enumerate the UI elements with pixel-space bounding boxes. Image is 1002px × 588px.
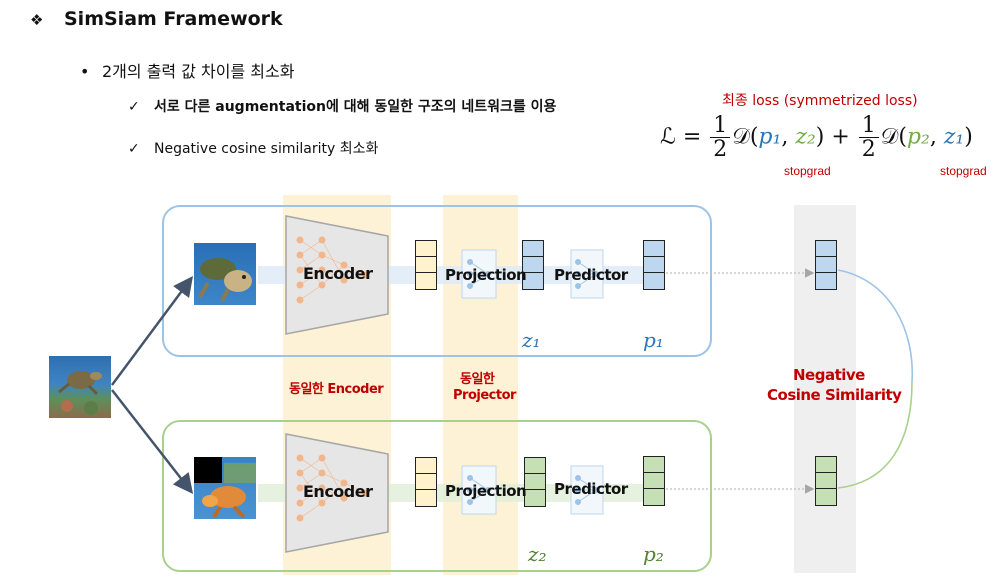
projection-top-net <box>461 249 497 299</box>
stopgrad-label-1: stopgrad <box>784 164 831 178</box>
predictor-top-net <box>570 249 604 299</box>
main-bullet: • 2개의 출력 값 차이를 최소화 <box>80 58 294 82</box>
encoder-top-shape <box>285 215 389 335</box>
feature-vector-bottom <box>415 457 437 507</box>
shared-projector-note-line2: Projector <box>453 388 516 403</box>
negative-cosine-line1: Negative <box>793 366 865 384</box>
top-branch-box <box>162 205 712 357</box>
similarity-curve-bottom <box>837 381 913 489</box>
input-turtle-image <box>49 356 111 418</box>
z2-label: z₂ <box>528 542 547 566</box>
loss-lhs: ℒ = <box>660 124 702 150</box>
term2-z: z₁ <box>943 124 965 150</box>
d-symbol-1: 𝒟( <box>732 124 759 150</box>
projection-label-bottom: Projection <box>445 482 527 500</box>
title-bullet-icon: ❖ <box>30 11 44 29</box>
turtle-icon <box>202 463 256 519</box>
stopgrad-label-2: stopgrad <box>940 164 987 178</box>
check-item-1: ✓ 서로 다른 augmentation에 대해 동일한 구조의 네트워크를 이용 <box>128 96 556 116</box>
z1-label: z₁ <box>522 328 541 352</box>
predictor-label-top: Predictor <box>554 266 628 284</box>
z2-vector <box>524 457 546 507</box>
main-bullet-text: 2개의 출력 값 차이를 최소화 <box>102 62 295 81</box>
term2-p: p₂ <box>906 124 930 150</box>
encoder-label-bottom: Encoder <box>303 482 373 501</box>
projection-label-top: Projection <box>445 266 527 284</box>
plus-sign: + <box>831 124 850 150</box>
encoder-bottom-shape <box>285 433 389 553</box>
encoder-bottom-net <box>296 454 370 522</box>
cutout-mask <box>194 457 222 483</box>
p2-vector <box>643 456 665 506</box>
title-text: SimSiam Framework <box>64 8 283 30</box>
p1-label: p₁ <box>643 328 664 352</box>
turtle-icon <box>198 258 252 302</box>
term1-p: p₁ <box>758 124 782 150</box>
split-arrow-top <box>110 275 193 386</box>
check-item-2-text: Negative cosine similarity 최소화 <box>154 141 379 157</box>
similarity-vector-bottom <box>815 456 837 506</box>
d-symbol-2: 𝒟( <box>880 124 907 150</box>
bottom-branch-box <box>162 420 712 572</box>
predictor-label-bottom: Predictor <box>554 480 628 498</box>
bullet-dot-icon: • <box>80 62 90 81</box>
p1-vector <box>643 240 665 290</box>
negative-cosine-line2: Cosine Similarity <box>767 386 902 404</box>
similarity-vector-top <box>815 240 837 290</box>
encoder-top-net <box>296 236 370 304</box>
z1-vector <box>522 240 544 290</box>
shared-encoder-note: 동일한 Encoder <box>289 382 384 397</box>
check-item-2: ✓ Negative cosine similarity 최소화 <box>128 138 378 158</box>
augmented-image-top <box>194 243 256 305</box>
projection-bottom-net <box>461 465 497 515</box>
predictor-bottom-net <box>570 465 604 515</box>
similarity-curve-top <box>837 269 913 383</box>
encoder-label-top: Encoder <box>303 264 373 283</box>
augmented-image-bottom <box>194 457 256 519</box>
turtle-icon <box>58 371 102 415</box>
checkmark-icon: ✓ <box>128 141 140 157</box>
term1-z: z₂ <box>795 124 816 150</box>
checkmark-icon: ✓ <box>128 99 140 115</box>
loss-label: 최종 loss (symmetrized loss) <box>722 93 918 109</box>
slide-title: ❖ SimSiam Framework <box>30 8 283 30</box>
shared-projector-note-line1: 동일한 <box>460 372 495 387</box>
check-item-1-text: 서로 다른 augmentation에 대해 동일한 구조의 네트워크를 이용 <box>154 99 557 115</box>
p2-label: p₂ <box>643 542 664 566</box>
split-arrow-bottom <box>111 389 194 494</box>
feature-vector-top <box>415 240 437 290</box>
